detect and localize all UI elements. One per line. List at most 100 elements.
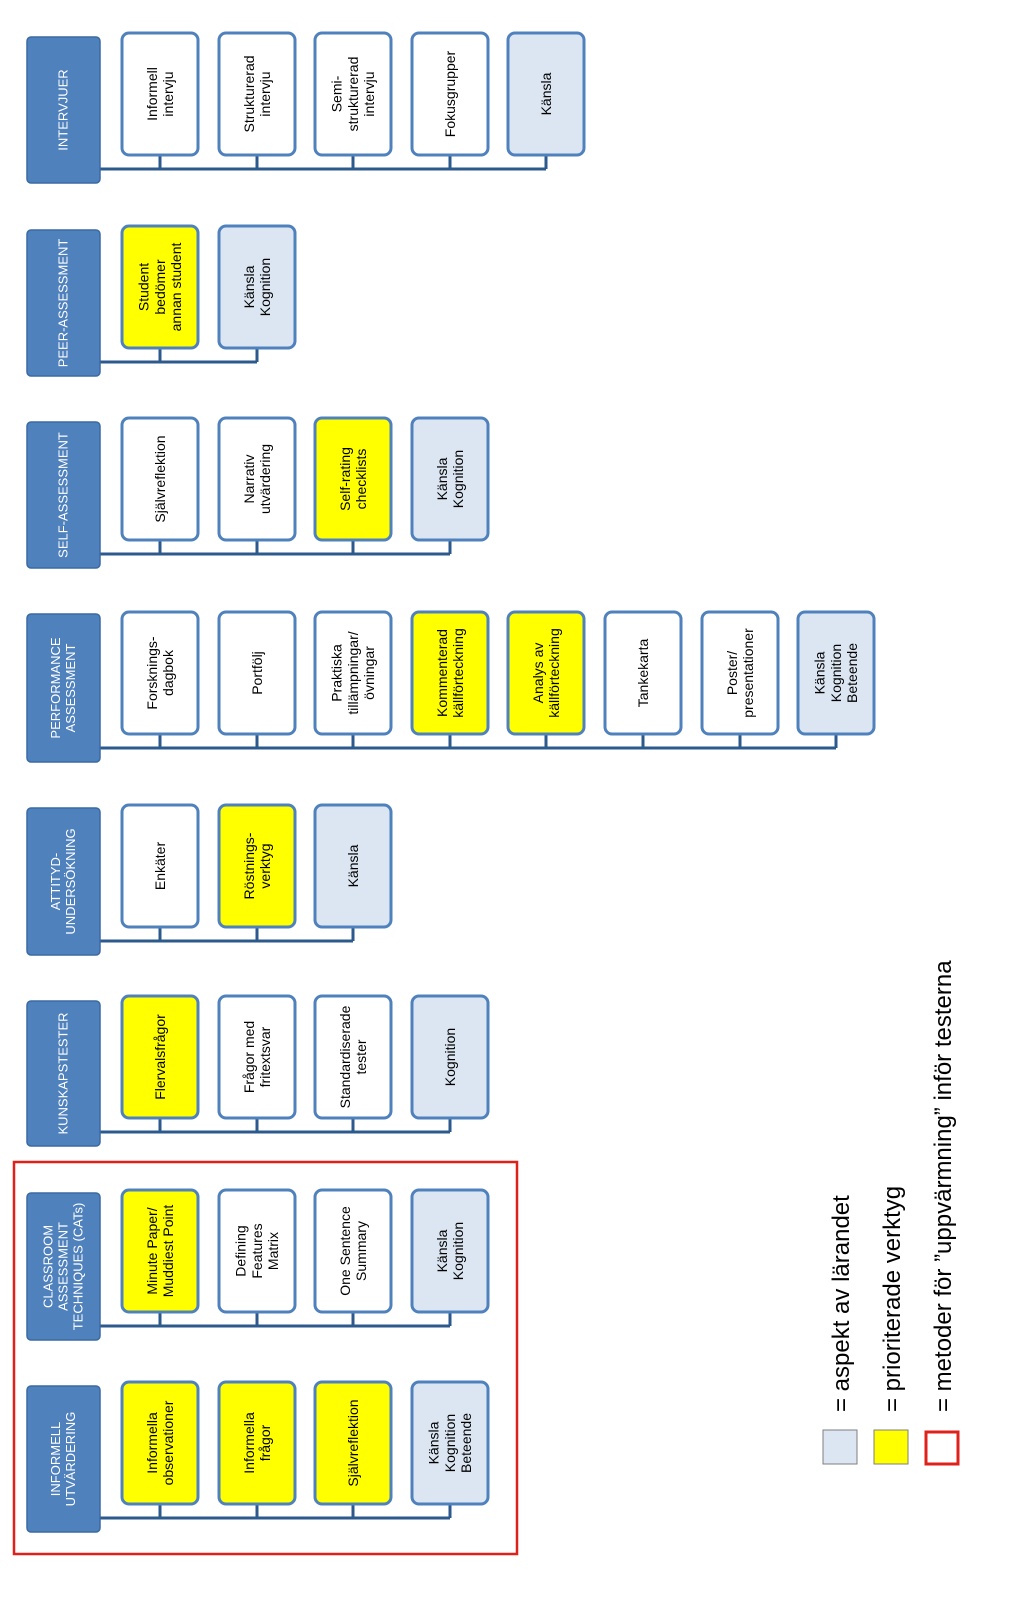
method-box: [603, 610, 683, 736]
category-header-label: PEER-ASSESSMENT: [56, 239, 71, 368]
category-column: ATTITYD-UNDERSÖKNING Enkäter Röstnings-ver…: [26, 803, 393, 956]
method-label: Narrativutvärdering: [241, 444, 273, 514]
method-box: [313, 31, 393, 157]
category-header: [26, 229, 101, 377]
category-column: PERFORMANCEASSESSMENT Forsknings-dagbok Po…: [26, 610, 876, 763]
method-box: [217, 416, 297, 542]
category-header: [26, 36, 101, 184]
legend: = aspekt av lärandet = prioriterade verkt…: [822, 960, 960, 1466]
method-box: [120, 803, 200, 929]
priority-method-box: [217, 1380, 297, 1506]
priority-method-box: [120, 224, 200, 350]
legend-swatch-priority: [873, 1429, 909, 1465]
method-label: Struktureradintervju: [241, 55, 273, 132]
priority-method-box: [217, 803, 297, 929]
category-header: [26, 613, 101, 763]
method-box: [217, 1188, 297, 1314]
category-header: [26, 1192, 101, 1341]
method-label: DefiningFeaturesMatrix: [233, 1223, 281, 1278]
method-box: [217, 31, 297, 157]
warmup-highlight-frame: [12, 1160, 519, 1556]
method-label: Praktiskatillämpningar/övningar: [329, 631, 377, 714]
legend-label: = prioriterade verktyg: [879, 1186, 906, 1412]
method-box: [217, 994, 297, 1120]
priority-method-box: [506, 610, 586, 736]
aspect-box: [796, 610, 876, 736]
legend-swatch-aspect: [822, 1429, 858, 1465]
priority-method-box: [120, 1380, 200, 1506]
method-label: Self-ratingchecklists: [337, 447, 369, 511]
method-label: Informellafrågor: [241, 1412, 273, 1474]
method-label: Standardiseradetester: [337, 1005, 369, 1108]
method-label: Portfölj: [249, 651, 265, 695]
method-label: Kognition: [442, 1028, 458, 1086]
method-label: Känsla: [345, 844, 361, 887]
category-header: [26, 1000, 101, 1147]
category-column: KUNSKAPSTESTER Flervalsfrågor Frågor medfr…: [26, 994, 490, 1147]
category-header-label: KUNSKAPSTESTER: [56, 1012, 71, 1134]
legend-swatch-warmup: [924, 1430, 960, 1466]
category-column: CLASSROOMASSESSMENTTECHNIQUES (CATs) Minu…: [26, 1188, 490, 1341]
aspect-box: [410, 1380, 490, 1506]
method-label: Röstnings-verktyg: [241, 832, 273, 899]
connector-line: [62, 746, 836, 762]
category-header-label: SELF-ASSESSMENT: [56, 432, 71, 558]
aspect-box: [506, 31, 586, 157]
method-label: Poster/presentationer: [724, 628, 756, 718]
priority-method-box: [313, 1380, 393, 1506]
method-label: Informellaobservationer: [144, 1400, 176, 1485]
method-box: [217, 610, 297, 736]
category-header-label: CLASSROOMASSESSMENTTECHNIQUES (CATs): [41, 1203, 86, 1331]
connector-line: [62, 552, 450, 568]
category-header-label: INTERVJUER: [56, 69, 71, 150]
method-label: KänslaKognition: [434, 450, 466, 508]
category-header-label: INFORMELLUTVÄRDERING: [48, 1412, 78, 1507]
method-box: [410, 31, 490, 157]
method-label: Självreflektion: [345, 1399, 361, 1486]
connector-line: [62, 1516, 450, 1532]
connector-line: [62, 167, 546, 183]
connector-line: [62, 1324, 450, 1340]
method-label: Semi-struktureradintervju: [329, 57, 377, 132]
method-label: Självreflektion: [152, 435, 168, 522]
legend-label: = metoder för ”uppvärmning” inför tester…: [930, 960, 957, 1412]
method-label: KänslaKognition: [434, 1222, 466, 1280]
method-label: Kommenteradkällförteckning: [434, 628, 466, 718]
method-label: Minute Paper/Muddiest Point: [144, 1205, 176, 1298]
method-box: [313, 994, 393, 1120]
aspect-box: [410, 994, 490, 1120]
legend-label: = aspekt av lärandet: [828, 1195, 855, 1412]
method-box: [120, 610, 200, 736]
category-header-label: PERFORMANCEASSESSMENT: [48, 637, 78, 738]
priority-method-box: [120, 994, 200, 1120]
method-label: KänslaKognition: [241, 258, 273, 316]
method-box: [313, 1188, 393, 1314]
aspect-box: [410, 416, 490, 542]
method-label: Fokusgrupper: [442, 50, 458, 137]
method-label: KänslaKognitionBeteende: [426, 1413, 474, 1473]
priority-method-box: [120, 1188, 200, 1314]
priority-method-box: [313, 416, 393, 542]
category-header-label: ATTITYD-UNDERSÖKNING: [48, 828, 78, 934]
method-label: Flervalsfrågor: [152, 1014, 168, 1100]
aspect-box: [217, 224, 297, 350]
method-label: Känsla: [538, 72, 554, 115]
connector-line: [62, 939, 353, 955]
method-label: KänslaKognitionBeteende: [812, 643, 860, 703]
method-label: Forsknings-dagbok: [144, 636, 176, 709]
method-label: Enkäter: [152, 842, 168, 891]
category-column: INFORMELLUTVÄRDERING Informellaobservatio…: [26, 1380, 490, 1533]
method-box: [120, 416, 200, 542]
method-label: One SentenceSummary: [337, 1206, 369, 1296]
aspect-box: [410, 1188, 490, 1314]
category-header: [26, 421, 101, 569]
method-label: Tankekarta: [635, 639, 651, 708]
priority-method-box: [410, 610, 490, 736]
method-label: Frågor medfritextsvar: [241, 1021, 273, 1093]
method-box: [120, 31, 200, 157]
category-column: SELF-ASSESSMENT Självreflektion Narrativut…: [26, 416, 490, 569]
aspect-box: [313, 803, 393, 929]
